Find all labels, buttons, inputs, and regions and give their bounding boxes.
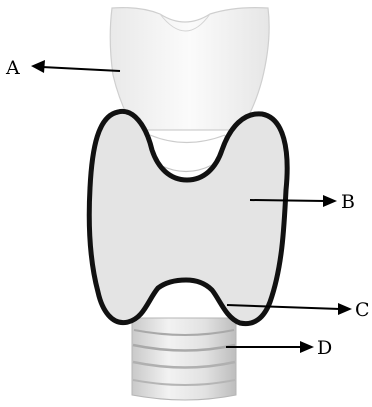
label-a: A xyxy=(5,57,20,79)
arrow-a-head xyxy=(31,60,45,73)
label-b: B xyxy=(341,191,355,213)
thyroid-gland xyxy=(89,111,287,323)
arrow-b-head xyxy=(323,195,337,207)
arrow-c-head xyxy=(338,303,352,315)
arrow-a xyxy=(42,67,120,71)
arrow-d-head xyxy=(300,341,314,353)
trachea xyxy=(132,318,236,400)
label-c: C xyxy=(355,299,370,321)
arrow-b xyxy=(250,200,325,201)
label-d: D xyxy=(317,337,332,359)
